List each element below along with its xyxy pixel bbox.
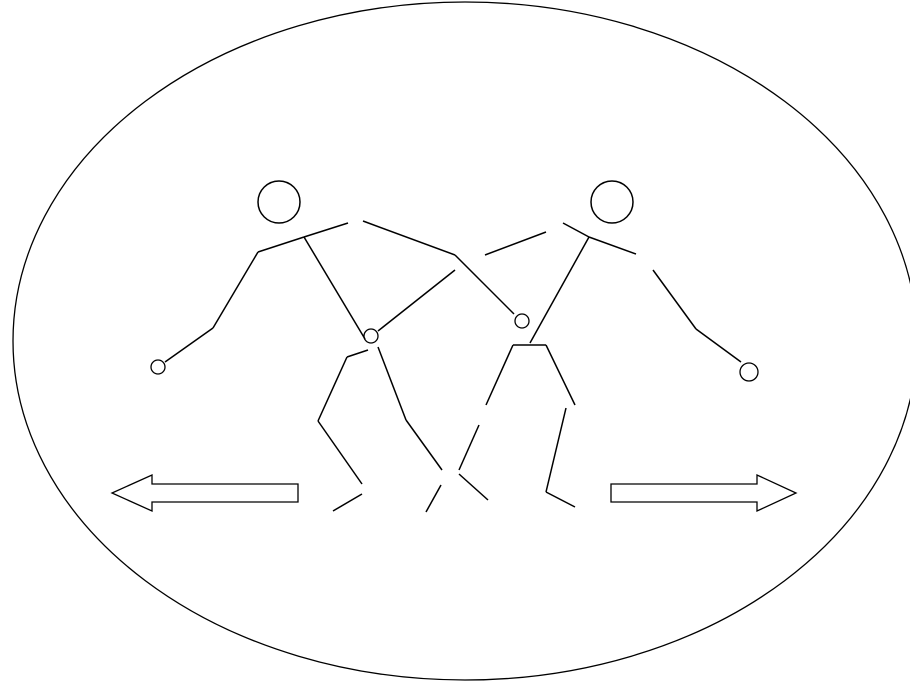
right-figure-calf-right [546, 408, 566, 492]
left-figure-hand-left [151, 360, 165, 374]
left-figure-reach-forearm [455, 255, 514, 314]
left-figure-shoulder-left [258, 237, 304, 252]
right-figure-cross-arm [378, 270, 455, 331]
right-figure-head [591, 181, 633, 223]
left-figure-reach-arm [363, 221, 455, 255]
boundary-ellipse [13, 2, 910, 680]
left-figure-forearm [165, 328, 213, 362]
left-figure-foot-right [426, 485, 441, 512]
right-figure-upper-arm [653, 270, 696, 329]
right-figure-forearm [696, 329, 741, 362]
left-figure-foot-left [333, 494, 362, 511]
left-figure-upper-arm [213, 252, 258, 328]
left-figure-calf-left [318, 421, 362, 484]
right-figure [459, 181, 758, 507]
linked-arms [363, 221, 514, 331]
left-figure-head [258, 181, 300, 223]
left-arrow [112, 475, 298, 511]
right-arrow [611, 475, 796, 511]
left-figure-thigh-left [347, 350, 368, 357]
right-figure-thigh-left [486, 345, 513, 405]
right-figure-hand-right [740, 363, 758, 381]
left-figure [151, 181, 442, 512]
left-figure-calf-right [406, 420, 442, 470]
right-figure-thigh-right [546, 345, 575, 405]
right-figure-calf-left [459, 425, 479, 470]
right-figure-hand-left [515, 314, 529, 328]
left-figure-shoulder-right [304, 223, 348, 237]
left-figure-hand-hip [364, 329, 378, 343]
left-figure-thigh-right [378, 347, 406, 420]
left-figure-torso [304, 237, 365, 339]
right-figure-foot-left [459, 474, 488, 500]
right-figure-shoulder-right [589, 237, 636, 254]
right-figure-neck [563, 223, 589, 237]
right-figure-torso [530, 237, 589, 343]
left-figure-shin-left [318, 357, 347, 421]
right-figure-foot-right [546, 492, 575, 507]
right-figure-shoulder-left [485, 232, 546, 255]
